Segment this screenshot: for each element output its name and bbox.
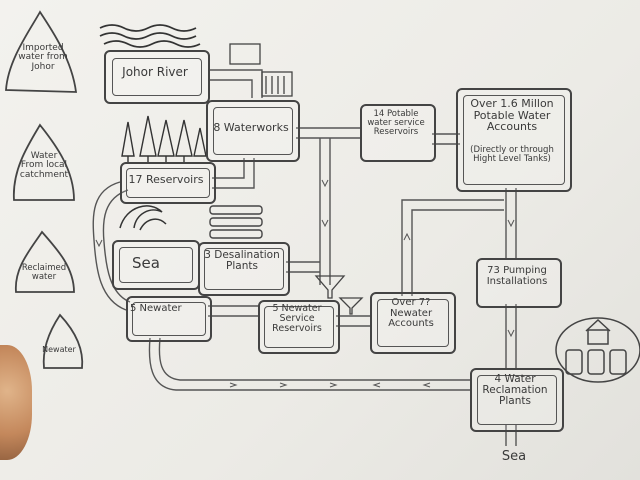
reservoirs-box bbox=[120, 162, 216, 204]
johor-river-box bbox=[104, 50, 210, 104]
legend-imported-label: Imported water from Johor bbox=[18, 43, 68, 72]
legend-newater-label: Newater bbox=[42, 345, 76, 354]
river-waves-icon bbox=[99, 24, 201, 48]
membrane-icon bbox=[209, 205, 263, 239]
newater-plants-label: 5 Newater bbox=[130, 303, 182, 314]
newater-accounts-label: Over 7? Newater Accounts bbox=[388, 297, 434, 329]
desalination-box bbox=[198, 242, 290, 296]
waterworks-box bbox=[206, 100, 300, 162]
buildings-icon bbox=[229, 43, 293, 97]
accounts-label: Over 1.6 Millon Potable Water Accounts bbox=[470, 97, 554, 134]
newater-drop-icon bbox=[42, 313, 84, 369]
forest-icon bbox=[121, 115, 207, 162]
johor-river-label: Johor River bbox=[122, 65, 188, 79]
house-tanks-icon bbox=[555, 317, 640, 383]
potable-reservoirs-box bbox=[360, 104, 436, 162]
potable-reservoirs-label: 14 Potable water service Reservoirs bbox=[367, 109, 425, 137]
newater-reservoirs-label: 5 Newater Service Reservoirs bbox=[272, 303, 322, 334]
newater-reservoirs-box bbox=[258, 300, 340, 354]
pumping-box bbox=[476, 258, 562, 308]
accounts-box bbox=[456, 88, 572, 192]
reclamation-label: 4 Water Reclamation Plants bbox=[482, 373, 548, 408]
sea-wave-icon bbox=[119, 205, 167, 231]
newater-accounts-box bbox=[370, 292, 456, 354]
sea-label: Sea bbox=[132, 254, 160, 272]
desalination-label: 3 Desalination Plants bbox=[204, 249, 280, 273]
newater-plants-box bbox=[126, 296, 212, 342]
waterworks-label: 8 Waterworks bbox=[213, 121, 289, 134]
reservoirs-label: 17 Reservoirs bbox=[128, 173, 204, 186]
accounts-note: (Directly or through Hight Level Tanks) bbox=[470, 145, 554, 164]
funnel-icon bbox=[314, 275, 364, 315]
reclamation-box bbox=[470, 368, 564, 432]
reclaimed-water-drop-icon bbox=[15, 230, 75, 293]
catchment-water-drop-icon bbox=[13, 123, 75, 201]
thumb-photo bbox=[0, 345, 32, 460]
sea-box bbox=[112, 240, 200, 290]
legend-catchment-label: Water From local catchment bbox=[19, 151, 69, 180]
legend-reclaimed-label: Reclaimed water bbox=[21, 263, 67, 282]
imported-water-drop-icon bbox=[5, 10, 78, 93]
sea-outlet-label: Sea bbox=[501, 449, 527, 464]
pumping-label: 73 Pumping Installations bbox=[486, 265, 548, 287]
